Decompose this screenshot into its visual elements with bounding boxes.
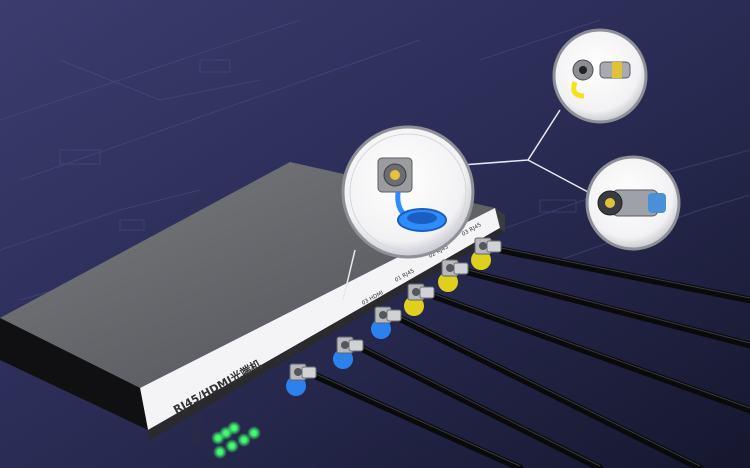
- status-leds: [211, 421, 261, 459]
- connector-plug-icon: [386, 309, 402, 322]
- dust-cap-icon: [404, 296, 424, 316]
- cable-highlight: [433, 293, 750, 409]
- port-connectors: [286, 237, 502, 396]
- connector-plug-icon: [486, 240, 502, 253]
- dust-cap-icon: [471, 250, 491, 270]
- connector-socket-icon: [379, 311, 387, 319]
- device-bottom-edge: [148, 228, 502, 440]
- cable-highlight: [467, 269, 750, 344]
- status-label: RJ45: [190, 428, 203, 439]
- connector-socket-icon: [341, 341, 349, 349]
- connector-pair-callout: [552, 28, 648, 124]
- status-led-core: [252, 431, 256, 435]
- cable: [464, 268, 750, 349]
- cable: [359, 345, 604, 468]
- cable: [430, 292, 750, 414]
- connector-socket-icon: [294, 368, 302, 376]
- cable: [497, 246, 750, 304]
- cable-highlight: [362, 346, 601, 467]
- cable: [397, 315, 704, 468]
- status-led-core: [216, 436, 220, 440]
- plug-callout: [585, 155, 681, 251]
- dust-cap-icon: [371, 319, 391, 339]
- yellow-cap-icon: [571, 81, 585, 99]
- device-front-bezel: [0, 318, 148, 430]
- dust-cap-icon: [286, 376, 306, 396]
- cable: [312, 372, 524, 468]
- status-label: HDMI: [190, 419, 205, 431]
- cable-highlight: [400, 316, 701, 467]
- connector-socket-icon: [412, 288, 420, 296]
- cables: [312, 246, 750, 468]
- connector-socket-icon: [446, 264, 454, 272]
- dust-cap-icon: [333, 349, 353, 369]
- connector-plug-icon: [419, 286, 435, 299]
- callout-lines: [342, 109, 589, 301]
- panel-connector-callout: [341, 125, 475, 259]
- connector-plug-icon: [453, 262, 469, 275]
- cable-highlight: [315, 373, 521, 467]
- connector-plug-icon: [348, 339, 364, 352]
- status-led-core: [218, 450, 222, 454]
- connector-plug-icon: [301, 366, 317, 379]
- status-led-core: [230, 444, 234, 448]
- connector-socket-icon: [479, 242, 487, 250]
- dust-cap-icon: [438, 272, 458, 292]
- device-front-panel: [140, 208, 500, 430]
- status-led-core: [232, 426, 236, 430]
- status-led-core: [224, 431, 228, 435]
- status-label: PWR: [190, 436, 203, 447]
- cable-highlight: [500, 247, 750, 299]
- status-led-core: [242, 438, 246, 442]
